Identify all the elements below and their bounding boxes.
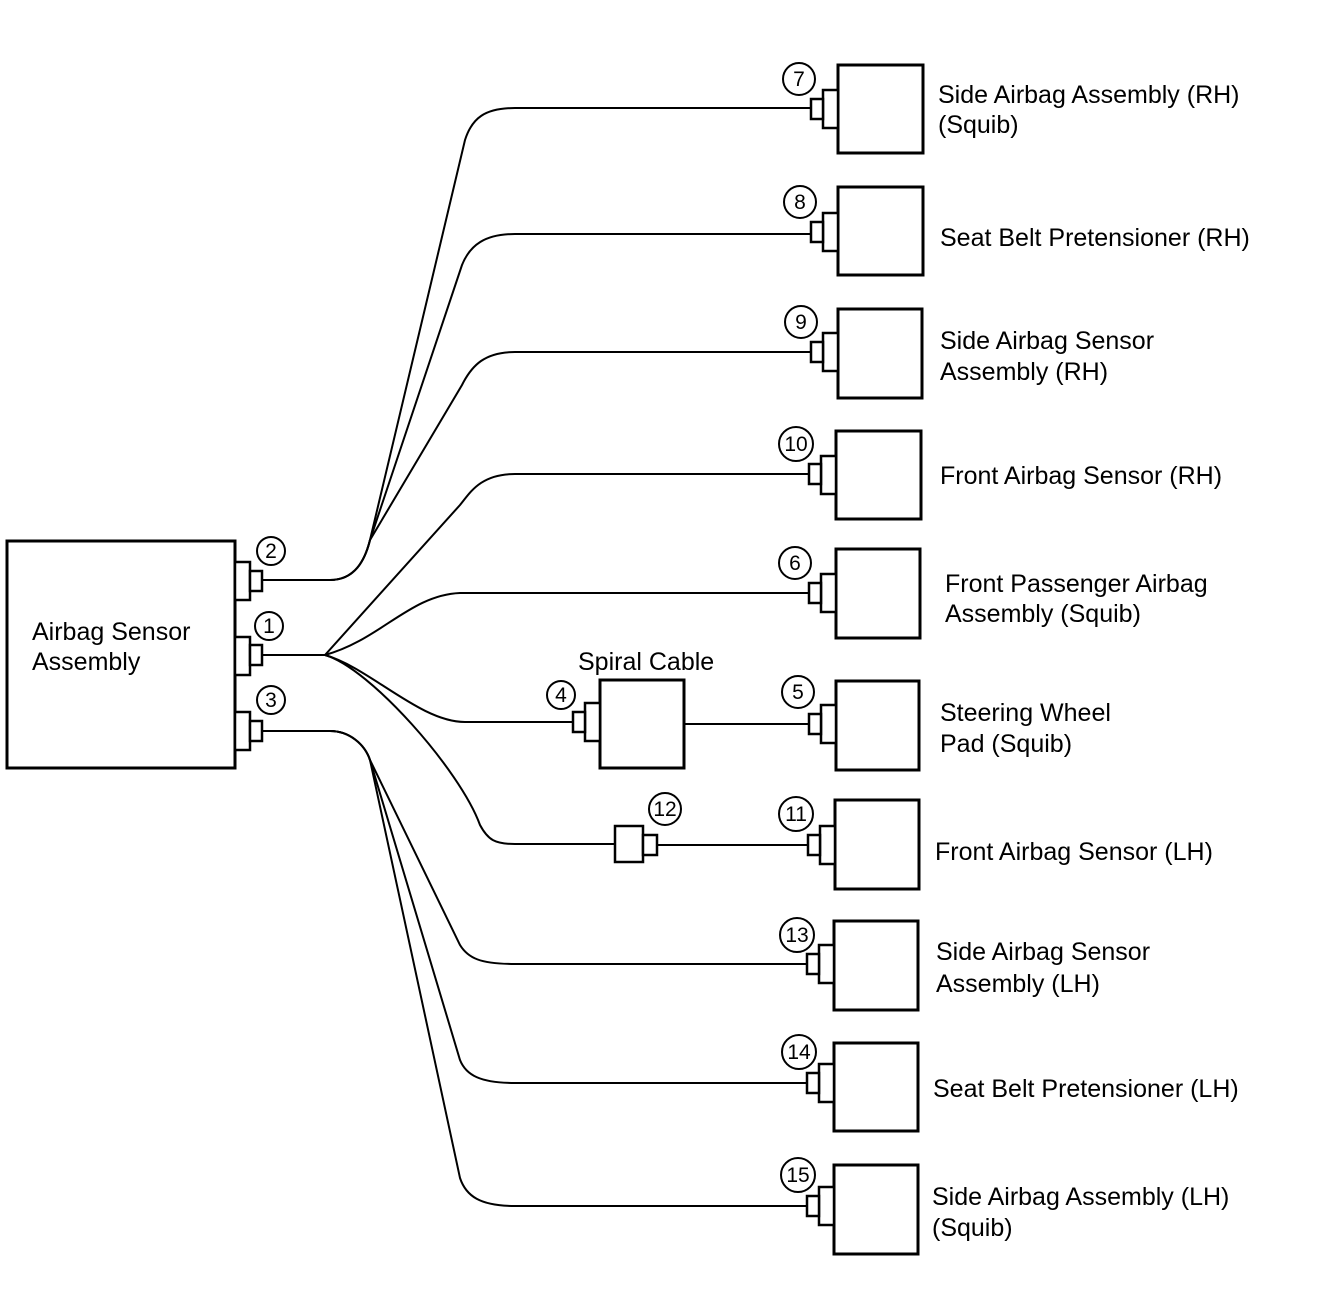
side-sensor-lh-label-line2: Assembly (LH) xyxy=(936,970,1100,998)
wire-to-side-sensor-lh xyxy=(262,730,812,965)
wire-to-front-passenger xyxy=(262,592,812,656)
wire-to-side-airbag-rh xyxy=(262,107,812,581)
side-airbag-lh-label-line2: (Squib) xyxy=(932,1214,1013,1242)
connector-3-number: 3 xyxy=(265,689,277,712)
main-unit-label-line2: Assembly xyxy=(32,648,141,676)
side-airbag-lh: 15 Side Airbag Assembly (LH) (Squib) xyxy=(780,1157,1229,1256)
front-passenger-label-line1: Front Passenger Airbag xyxy=(945,570,1208,598)
side-sensor-rh-label-line1: Side Airbag Sensor xyxy=(940,327,1154,355)
wire-to-seat-belt-lh xyxy=(262,730,812,1084)
front-passenger-label-line2: Assembly (Squib) xyxy=(945,600,1141,628)
seat-belt-rh-label: Seat Belt Pretensioner (RH) xyxy=(940,224,1250,252)
connector-15-number: 15 xyxy=(786,1164,809,1187)
wire-to-side-sensor-rh xyxy=(262,351,812,581)
connector-5-number: 5 xyxy=(792,681,804,704)
wire-to-spiral-cable xyxy=(262,654,574,723)
connector-3: 3 xyxy=(233,685,286,752)
side-airbag-rh: 7 Side Airbag Assembly (RH) (Squib) xyxy=(782,62,1240,155)
seat-belt-pretensioner-lh: 14 Seat Belt Pretensioner (LH) xyxy=(781,1034,1239,1133)
connector-10-number: 10 xyxy=(784,433,807,456)
wire-to-seat-belt-rh xyxy=(262,233,812,581)
connector-7-number: 7 xyxy=(793,68,805,91)
front-airbag-sensor-lh: 11 Front Airbag Sensor (LH) xyxy=(778,796,1213,891)
main-unit-label-line1: Airbag Sensor xyxy=(32,618,190,646)
side-airbag-lh-label-line1: Side Airbag Assembly (LH) xyxy=(932,1183,1229,1211)
connector-8-number: 8 xyxy=(794,191,806,214)
connector-4-number: 4 xyxy=(555,684,567,707)
front-airbag-sensor-rh: 10 Front Airbag Sensor (RH) xyxy=(778,426,1222,521)
spiral-cable: Spiral Cable 4 xyxy=(546,648,714,770)
side-airbag-rh-label-line2: (Squib) xyxy=(938,111,1019,139)
front-sensor-rh-label: Front Airbag Sensor (RH) xyxy=(940,462,1222,490)
airbag-sensor-assembly: Airbag Sensor Assembly xyxy=(5,539,237,770)
side-airbag-sensor-rh: 9 Side Airbag Sensor Assembly (RH) xyxy=(784,305,1154,400)
side-airbag-sensor-lh: 13 Side Airbag Sensor Assembly (LH) xyxy=(779,917,1150,1012)
wires xyxy=(262,107,812,1207)
steering-wheel-label-line2: Pad (Squib) xyxy=(940,730,1072,758)
connector-2-number: 2 xyxy=(265,540,277,563)
wire-to-front-sensor-lh xyxy=(262,654,616,845)
steering-wheel-label-line1: Steering Wheel xyxy=(940,699,1111,727)
connector-2: 2 xyxy=(233,536,286,602)
spiral-cable-label: Spiral Cable xyxy=(578,648,714,676)
seat-belt-lh-label: Seat Belt Pretensioner (LH) xyxy=(933,1075,1239,1103)
side-airbag-rh-label-line1: Side Airbag Assembly (RH) xyxy=(938,81,1240,109)
connector-13-number: 13 xyxy=(785,924,808,947)
connector-1-number: 1 xyxy=(263,615,275,638)
side-sensor-lh-label-line1: Side Airbag Sensor xyxy=(936,938,1150,966)
seat-belt-pretensioner-rh: 8 Seat Belt Pretensioner (RH) xyxy=(783,185,1250,277)
connector-12-number: 12 xyxy=(653,798,676,821)
wire-to-side-airbag-lh xyxy=(262,730,812,1207)
connector-14-number: 14 xyxy=(787,1041,811,1064)
side-sensor-rh-label-line2: Assembly (RH) xyxy=(940,358,1108,386)
connector-11-number: 11 xyxy=(785,803,807,826)
connector-12: 12 xyxy=(613,792,682,864)
connector-9-number: 9 xyxy=(795,311,807,334)
front-sensor-lh-label: Front Airbag Sensor (LH) xyxy=(935,838,1213,866)
wire-to-front-sensor-rh xyxy=(262,473,812,656)
front-passenger-airbag: 6 Front Passenger Airbag Assembly (Squib… xyxy=(778,546,1208,640)
connector-6-number: 6 xyxy=(789,552,801,575)
steering-wheel-pad: 5 Steering Wheel Pad (Squib) xyxy=(781,675,1111,772)
connector-1: 1 xyxy=(233,611,284,677)
